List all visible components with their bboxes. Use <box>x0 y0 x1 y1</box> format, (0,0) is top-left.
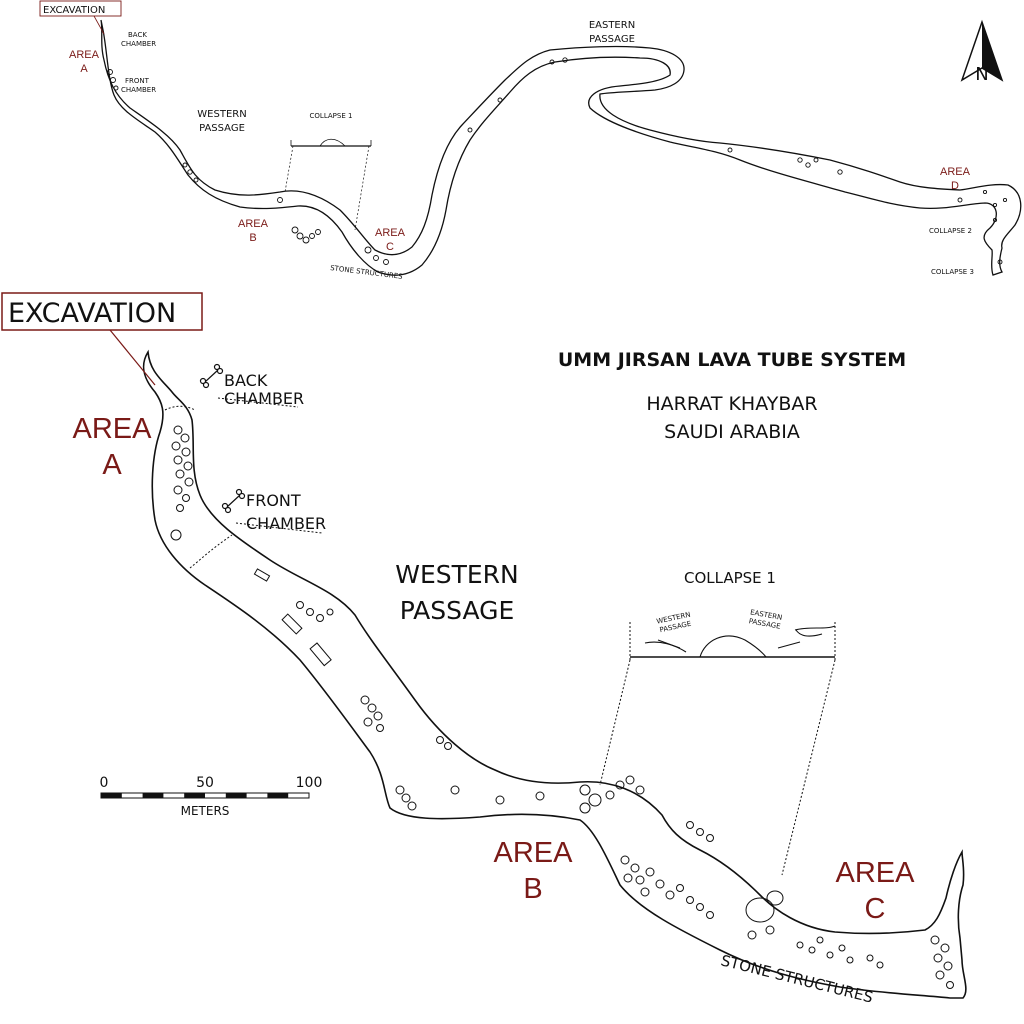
overview-western-passage-line2: PASSAGE <box>199 123 245 134</box>
overview-excavation-label: EXCAVATION <box>43 5 105 16</box>
overview-collapse-1-inset <box>284 138 372 231</box>
overview-front-chamber-line1: FRONT <box>125 77 150 85</box>
overview-eastern-passage-line1: EASTERN <box>589 20 635 31</box>
overview-rubble <box>107 57 1008 265</box>
map-subtitle-line1: HARRAT KHAYBAR <box>646 393 817 415</box>
detail-front-chamber-line1: FRONT <box>246 491 301 510</box>
detail-collapse-1-label: COLLAPSE 1 <box>684 569 776 587</box>
detail-map <box>1 292 967 999</box>
overview-western-passage-line1: WESTERN <box>197 109 246 120</box>
excavation-label-box <box>1 292 203 331</box>
detail-rubble <box>170 425 954 989</box>
map-subtitle-line2: SAUDI ARABIA <box>664 421 800 443</box>
overview-area-d-line2: D <box>951 180 959 192</box>
scale-unit-label: METERS <box>181 804 230 818</box>
detail-area-c-line1: AREA <box>836 857 916 889</box>
detail-front-chamber-line2: CHAMBER <box>246 514 326 533</box>
overview-back-chamber-line2: CHAMBER <box>121 40 156 48</box>
detail-area-a-line1: AREA <box>73 413 153 445</box>
detail-back-chamber-line1: BACK <box>224 371 268 390</box>
detail-tube-outline <box>142 349 967 999</box>
bone-icon-back-chamber <box>199 363 224 389</box>
overview-area-b-line2: B <box>249 232 256 244</box>
overview-tube-outline <box>100 19 1022 276</box>
scale-tick-50: 50 <box>196 775 214 791</box>
scale-tick-0: 0 <box>100 775 109 791</box>
overview-collapse-1-label: COLLAPSE 1 <box>310 112 353 120</box>
collapse-1-profile <box>599 622 836 876</box>
overview-stone-structures-label: STONE STRUCTURES <box>330 264 404 281</box>
overview-collapse-2-label: COLLAPSE 2 <box>929 227 972 235</box>
north-label: N <box>975 64 988 85</box>
overview-area-c-line1: AREA <box>375 227 406 239</box>
detail-back-chamber-line2: CHAMBER <box>224 389 304 408</box>
detail-area-b-line1: AREA <box>494 837 574 869</box>
back-chamber-division <box>164 405 196 411</box>
overview-area-b-line1: AREA <box>238 218 269 230</box>
bone-icon-front-chamber <box>221 488 246 514</box>
detail-western-passage-line2: PASSAGE <box>400 596 515 625</box>
north-arrow: N <box>960 19 1004 85</box>
overview-area-c-line2: C <box>386 241 394 253</box>
scale-tick-100: 100 <box>296 775 323 791</box>
overview-back-chamber-line1: BACK <box>128 31 147 39</box>
scale-bar: 0 50 100 METERS <box>100 775 323 818</box>
overview-collapse-3-label: COLLAPSE 3 <box>931 268 974 276</box>
overview-front-chamber-line2: CHAMBER <box>121 86 156 94</box>
detail-area-a-line2: A <box>102 449 122 481</box>
detail-stone-structures-label: STONE STRUCTURES <box>719 951 875 1006</box>
overview-area-d-line1: AREA <box>940 166 971 178</box>
detail-excavation-label: EXCAVATION <box>8 298 176 329</box>
detail-area-c-line2: C <box>865 893 886 925</box>
detail-slabs <box>253 568 332 667</box>
map-title: UMM JIRSAN LAVA TUBE SYSTEM <box>558 349 906 371</box>
title-block: UMM JIRSAN LAVA TUBE SYSTEM HARRAT KHAYB… <box>558 349 906 443</box>
overview-area-a-line1: AREA <box>69 49 100 61</box>
overview-map <box>39 0 1022 276</box>
overview-area-a-line2: A <box>80 63 88 75</box>
detail-western-passage-line1: WESTERN <box>395 560 519 589</box>
overview-eastern-passage-line2: PASSAGE <box>589 34 635 45</box>
overview-labels: EXCAVATION AREA A BACK CHAMBER FRONT CHA… <box>43 5 974 281</box>
excavation-leader-line <box>109 329 156 386</box>
overview-excavation-leader <box>93 15 105 35</box>
front-chamber-division <box>189 534 233 569</box>
detail-area-b-line2: B <box>523 873 542 905</box>
overview-excavation-box <box>39 0 122 17</box>
